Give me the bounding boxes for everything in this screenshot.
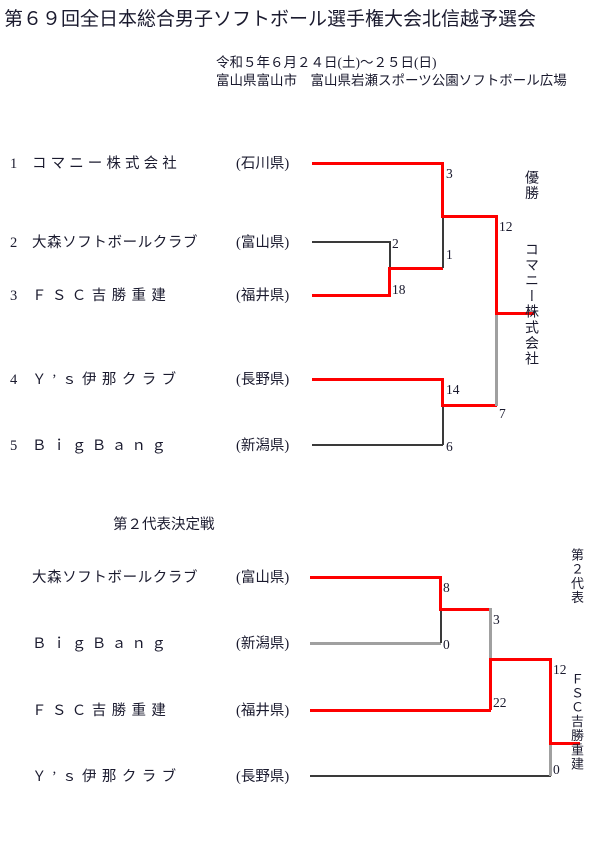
team-prefecture: (富山県) <box>236 570 290 586</box>
page-title: 第６９回全日本総合男子ソフトボール選手権大会北信越予選会 <box>4 9 537 30</box>
second-rep-team-name: ＦＳＣ吉勝重建 <box>569 672 584 772</box>
team-name: ＢｉｇＢａｎｇ <box>32 636 172 652</box>
event-meta: 令和５年６月２４日(土)〜２５日(日) 富山県富山市 富山県岩瀬スポーツ公園ソフ… <box>216 54 567 90</box>
bracket-line-champion-stub <box>495 312 534 315</box>
bracket-line-team1 <box>312 162 443 165</box>
score-semi-top: 3 <box>446 166 453 181</box>
second-bracket-heading: 第２代表決定戦 <box>113 517 215 533</box>
score2-r1-top: 8 <box>443 580 450 595</box>
bracket2-line-row3-rise <box>489 658 492 710</box>
bracket2-line-final-drop <box>549 658 552 744</box>
seed-number: 2 <box>10 235 18 251</box>
score2-final-bottom: 0 <box>553 762 560 777</box>
bracket-line-team3-rise <box>388 267 391 296</box>
team-prefecture: (長野県) <box>236 769 290 785</box>
bracket2-line-row1 <box>310 576 441 579</box>
team-prefecture: (富山県) <box>236 235 290 251</box>
event-venue: 富山県富山市 富山県岩瀬スポーツ公園ソフトボール広場 <box>216 73 567 88</box>
score2-final-top: 12 <box>553 662 567 677</box>
event-date: 令和５年６月２４日(土)〜２５日(日) <box>216 55 437 70</box>
seed-number: 1 <box>10 156 18 172</box>
bracket2-line-row1-drop <box>439 576 442 610</box>
seed-number: 5 <box>10 438 18 454</box>
score-r1-lower-bottom: 6 <box>446 439 453 454</box>
bracket2-line-second-rep-stub <box>549 742 580 745</box>
bracket-line-team4 <box>312 378 443 381</box>
bracket2-line-row4 <box>310 775 551 777</box>
score-r1-lower-top: 14 <box>446 382 460 397</box>
score2-r1-bottom: 0 <box>443 637 450 652</box>
bracket-line-semi-upper-loser <box>442 216 444 268</box>
bracket-line-final-lower-rise <box>495 312 498 406</box>
bracket-line-team5-rise <box>442 405 444 445</box>
team-prefecture: (長野県) <box>236 372 290 388</box>
team-name: ＢｉｇＢａｎｇ <box>32 438 172 454</box>
score-final-bottom: 7 <box>499 406 506 421</box>
team-prefecture: (石川県) <box>236 156 290 172</box>
score-final-top: 12 <box>499 219 513 234</box>
team-name: コマニー株式会社 <box>32 156 181 172</box>
bracket-line-team5 <box>312 444 443 446</box>
team-name: Ｙ’ｓ伊那クラブ <box>32 769 182 785</box>
bracket-line-r1lower-winner <box>441 404 497 407</box>
bracket-line-r1upper-winner <box>388 267 443 270</box>
bracket-line-team4-drop <box>441 378 444 406</box>
champion-team-name: コマニー株式会社 <box>523 242 538 367</box>
bracket-line-semi-upper-winner <box>441 215 497 218</box>
score2-r2-bottom: 22 <box>493 695 507 710</box>
bracket-line-final-upper-drop <box>495 215 498 313</box>
team-name: ＦＳＣ吉勝重建 <box>32 703 172 719</box>
bracket-line-team3 <box>312 294 391 297</box>
bracket2-line-row2-rise <box>440 609 442 643</box>
bracket2-line-row3 <box>310 709 491 712</box>
team-prefecture: (福井県) <box>236 288 290 304</box>
team-prefecture: (福井県) <box>236 703 290 719</box>
bracket2-line-r1-winner <box>439 608 491 611</box>
bracket2-line-row2 <box>310 642 441 645</box>
score-r1-upper-top: 2 <box>392 236 399 251</box>
seed-number: 4 <box>10 372 18 388</box>
team-name: Ｙ’ｓ伊那クラブ <box>32 372 182 388</box>
second-rep-label: 第２代表 <box>569 548 584 605</box>
team-name: 大森ソフトボールクラブ <box>32 570 199 586</box>
team-name: 大森ソフトボールクラブ <box>32 235 199 251</box>
champion-label: 優勝 <box>523 170 538 202</box>
bracket-line-team2 <box>312 241 391 243</box>
bracket2-line-row4-rise <box>549 742 552 776</box>
score-semi-bottom: 1 <box>446 247 453 262</box>
seed-number: 3 <box>10 288 18 304</box>
score-r1-upper-bottom: 18 <box>392 282 406 297</box>
score2-r2-top: 3 <box>493 612 500 627</box>
team-name: ＦＳＣ吉勝重建 <box>32 288 172 304</box>
bracket2-line-r2-winner <box>489 658 551 661</box>
team-prefecture: (新潟県) <box>236 438 290 454</box>
team-prefecture: (新潟県) <box>236 636 290 652</box>
bracket-line-team2-drop <box>389 241 391 269</box>
bracket-line-team1-drop <box>441 162 444 217</box>
